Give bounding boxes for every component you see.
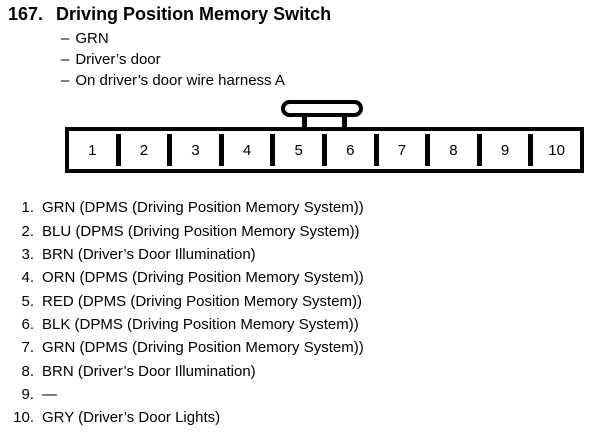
pin-row: 9. — (8, 383, 364, 406)
pin-row: 10. GRY (Driver’s Door Lights) (8, 406, 364, 429)
pin-description: GRY (Driver’s Door Lights) (42, 409, 221, 427)
cell-divider (115, 134, 121, 166)
pin-cell-label: 10 (548, 141, 565, 159)
pin-number: 8. (21, 362, 34, 380)
connector-pin-cell: 1 (69, 131, 116, 169)
pin-cell-label: 3 (191, 141, 200, 159)
pin-cell-label: 1 (88, 141, 97, 159)
detail-item: –GRN (61, 28, 285, 49)
cell-divider (425, 134, 431, 166)
pin-cell-label: 4 (242, 141, 252, 159)
detail-text: Driver’s door (75, 51, 161, 68)
connector-pin-cell: 4 (224, 131, 271, 169)
pin-cell-label: 2 (139, 141, 149, 159)
pin-description: BRN (Driver’s Door Illumination) (42, 362, 256, 380)
connector-pin-cell: 7 (379, 131, 426, 169)
connector-pin-cell: 9 (482, 131, 529, 169)
pin-row: 6. BLK (DPMS (Driving Position Memory Sys… (8, 313, 364, 336)
pin-list: 1. GRN (DPMS (Driving Position Memory Sys… (8, 196, 364, 429)
cell-divider (373, 134, 379, 166)
pin-cell-label: 6 (346, 141, 355, 159)
cell-divider (167, 134, 173, 166)
pin-number: 2. (21, 222, 34, 240)
connector-tab-leg-left (302, 113, 307, 130)
cell-divider (528, 134, 534, 166)
pin-number: 4. (21, 269, 34, 287)
pin-description: ORN (DPMS (Driving Position Memory Syste… (42, 269, 364, 287)
pin-row: 3. BRN (Driver’s Door Illumination) (8, 243, 364, 266)
pin-number: 1. (21, 199, 34, 217)
cell-divider (321, 134, 327, 166)
connector-tab-leg-right (342, 113, 347, 130)
connector-pin-cell: 3 (172, 131, 219, 169)
detail-text: GRN (75, 30, 109, 47)
pin-description: RED (DPMS (Driving Position Memory Syste… (42, 292, 363, 310)
page-title: Driving Position Memory Switch (56, 4, 332, 24)
pin-number: 6. (21, 315, 34, 333)
pin-number: 3. (21, 245, 34, 263)
connector-latch-tab (281, 100, 363, 117)
pin-description: BLU (DPMS (Driving Position Memory Syste… (42, 222, 360, 240)
detail-item: –Driver’s door (61, 49, 285, 70)
pin-row: 5. RED (DPMS (Driving Position Memory Sys… (8, 289, 364, 312)
connector-pin-cell: 2 (121, 131, 168, 169)
pin-number: 7. (21, 339, 34, 357)
connector-pin-cell: 6 (327, 131, 374, 169)
pin-cell-label: 5 (294, 141, 303, 159)
pin-row: 8. BRN (Driver’s Door Illumination) (8, 359, 364, 382)
pin-description: — (42, 385, 57, 403)
section-header: 167. Driving Position Memory Switch (8, 4, 331, 25)
section-number: 167. (8, 4, 44, 24)
connector-details: –GRN –Driver’s door –On driver’s door wi… (61, 28, 285, 91)
pin-row: 2. BLU (DPMS (Driving Position Memory Sys… (8, 219, 364, 242)
dash-bullet: – (61, 72, 70, 89)
detail-text: On driver’s door wire harness A (75, 72, 285, 89)
cell-divider (270, 134, 276, 166)
dash-bullet: – (61, 51, 70, 68)
pin-number: 10. (13, 409, 34, 427)
connector-diagram: 1 2 3 4 5 6 7 8 9 10 (65, 98, 584, 175)
pin-description: BLK (DPMS (Driving Position Memory Syste… (42, 315, 359, 333)
pin-description: GRN (DPMS (Driving Position Memory Syste… (42, 199, 364, 217)
pin-row: 4. ORN (DPMS (Driving Position Memory Sys… (8, 266, 364, 289)
pin-cell-label: 7 (397, 141, 407, 159)
pin-description: GRN (DPMS (Driving Position Memory Syste… (42, 339, 364, 357)
connector-pin-cell: 5 (275, 131, 322, 169)
connector-pin-cell: 8 (430, 131, 477, 169)
pin-description: BRN (Driver’s Door Illumination) (42, 245, 256, 263)
pin-row: 1. GRN (DPMS (Driving Position Memory Sys… (8, 196, 364, 219)
dash-bullet: – (61, 30, 70, 47)
pin-number: 9. (21, 385, 34, 403)
pin-row: 7. GRN (DPMS (Driving Position Memory Sys… (8, 336, 364, 359)
pin-number: 5. (21, 292, 34, 310)
cell-divider (476, 134, 482, 166)
connector-pin-cell: 10 (533, 131, 580, 169)
cell-divider (218, 134, 224, 166)
pin-cell-label: 8 (449, 141, 458, 159)
detail-item: –On driver’s door wire harness A (61, 70, 285, 91)
connector-body: 1 2 3 4 5 6 7 8 9 10 (65, 127, 584, 173)
pin-cell-label: 9 (500, 141, 510, 159)
